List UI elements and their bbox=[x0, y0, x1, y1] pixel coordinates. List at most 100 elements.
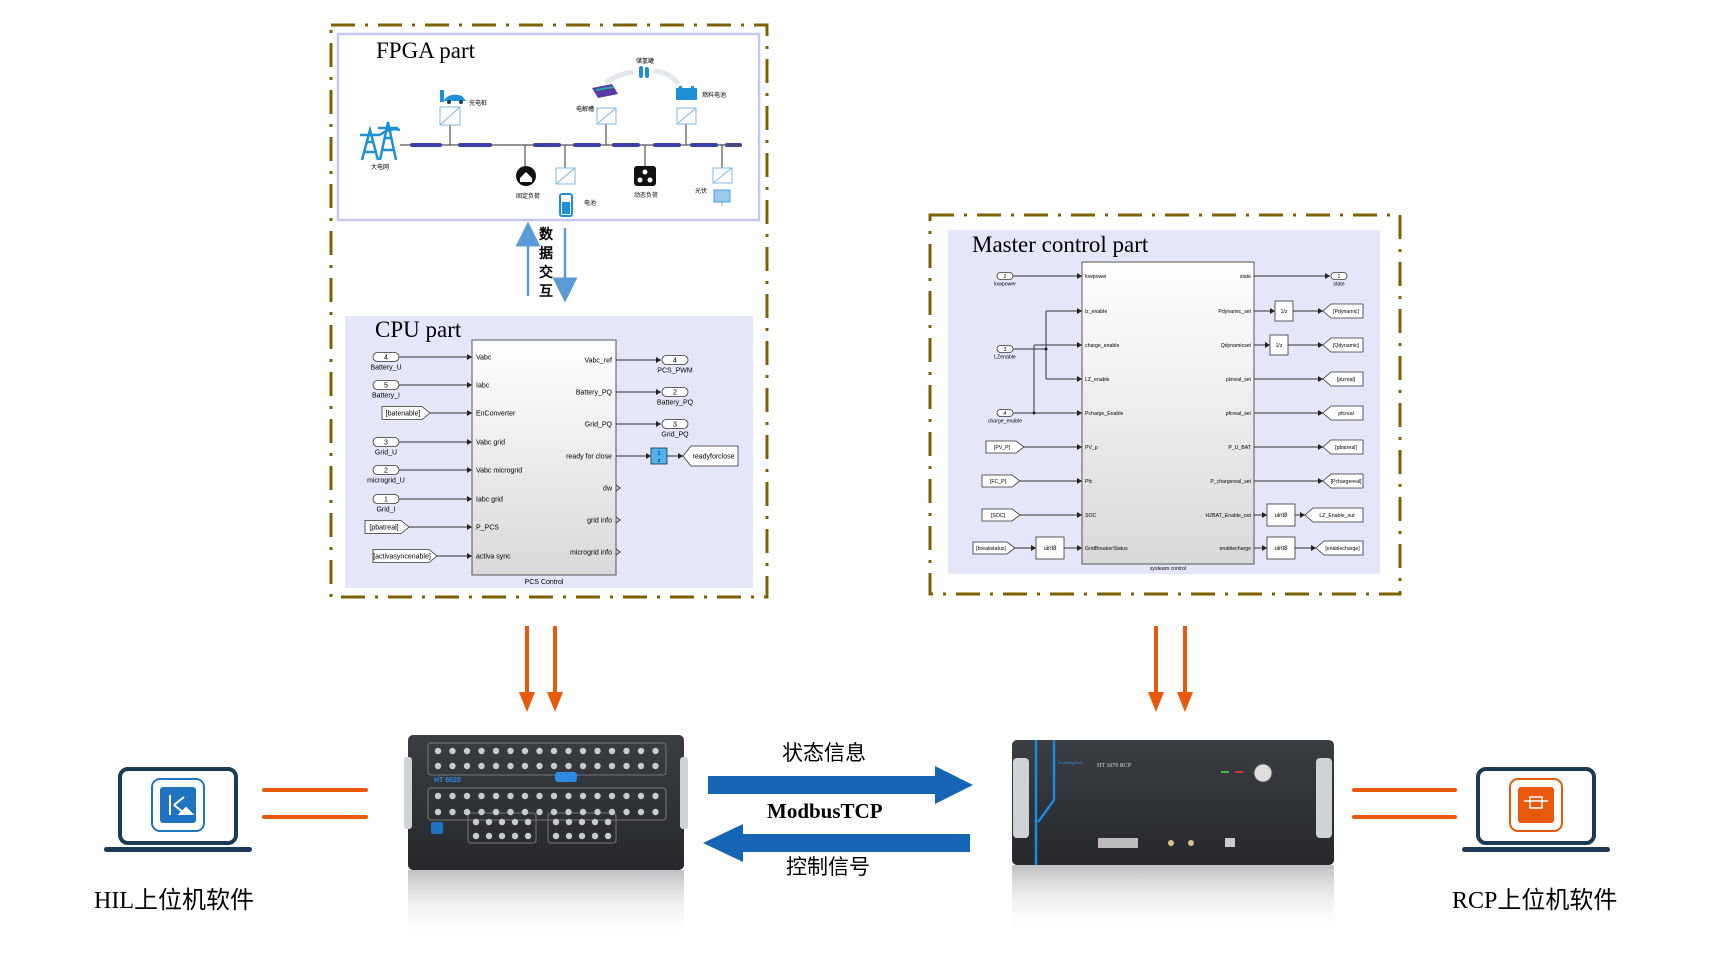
system-input-label: SOC bbox=[1085, 513, 1096, 519]
bnc-connector-icon bbox=[550, 762, 558, 770]
bnc-connector-icon bbox=[608, 808, 616, 816]
bnc-connector-icon bbox=[579, 792, 587, 800]
inport-number: 1 bbox=[1338, 274, 1341, 280]
bnc-connector-icon bbox=[492, 808, 500, 816]
bnc-connector-icon bbox=[463, 747, 471, 755]
from-tag-block bbox=[381, 406, 431, 420]
from-tag-block bbox=[981, 474, 1021, 488]
bnc-connector-icon bbox=[478, 808, 485, 816]
system-block-name: systeam control bbox=[1150, 566, 1186, 572]
junction-dot bbox=[1044, 347, 1048, 351]
bnc-connector-icon bbox=[565, 762, 572, 770]
status-info-label: 状态信息 bbox=[782, 741, 866, 765]
goto-tag-block bbox=[1315, 540, 1364, 556]
bnc-connector-icon bbox=[623, 762, 630, 770]
bnc-connector-icon bbox=[608, 747, 616, 755]
bnc-connector-icon bbox=[521, 762, 529, 770]
signal-arrowhead bbox=[678, 453, 683, 459]
dynamic-load-icon bbox=[634, 166, 656, 186]
bnc-connector-icon bbox=[565, 808, 572, 816]
inport-name: Battery_I bbox=[372, 393, 400, 400]
signal-arrowhead bbox=[656, 389, 661, 395]
cpu-part-title: CPU part bbox=[375, 317, 462, 342]
bnc-connector-icon bbox=[521, 792, 529, 800]
bnc-connector-icon bbox=[507, 808, 514, 816]
signal-arrowhead bbox=[646, 453, 651, 459]
tag-name: LZ_Enable_out bbox=[1319, 513, 1355, 519]
fpga-panel bbox=[336, 32, 761, 222]
from-tag-block bbox=[972, 541, 1016, 555]
bnc-connector-icon bbox=[492, 762, 500, 770]
data-exchange-label: 数 据 交 互 bbox=[537, 226, 555, 302]
pcs-block-name: PCS Control bbox=[525, 579, 564, 586]
signal-arrowhead bbox=[1318, 342, 1323, 348]
bnc-connector-icon bbox=[550, 808, 558, 816]
bnc-connector-icon bbox=[449, 808, 456, 816]
pcs-output-label: Battery_PQ bbox=[576, 390, 613, 397]
bnc-connector-icon bbox=[637, 747, 645, 755]
fpga-cpu-group-border bbox=[329, 23, 769, 599]
bnc-connector-icon bbox=[478, 762, 485, 770]
system-output-label: P_U_BAT bbox=[1228, 445, 1252, 451]
data-exchange-char: 据 bbox=[539, 246, 553, 262]
system-output-label: plzreal_set bbox=[1226, 377, 1252, 383]
tag-name: [Qdynamic] bbox=[1333, 343, 1360, 349]
pcs-input-label: Vabc bbox=[476, 355, 492, 362]
tag-name: readyforclose bbox=[692, 453, 734, 460]
bnc-connector-icon bbox=[604, 818, 612, 826]
bnc-connector-icon bbox=[485, 818, 493, 826]
inport-name: Grid_U bbox=[375, 450, 397, 457]
signal-arrowhead bbox=[467, 382, 472, 388]
system-output-label: H2BAT_Enable_out bbox=[1206, 513, 1252, 519]
bnc-connector-icon bbox=[550, 747, 558, 755]
goto-tag-block bbox=[1322, 371, 1364, 387]
tag-name: [plzreal] bbox=[1337, 377, 1356, 383]
signal-arrowhead bbox=[1325, 273, 1330, 279]
junction-dot bbox=[1032, 411, 1036, 415]
data-type-conversion-block-label: uint8 bbox=[1274, 546, 1288, 552]
bnc-connector-icon bbox=[434, 808, 442, 816]
signal-arrowhead bbox=[1318, 478, 1323, 484]
bnc-connector-icon bbox=[623, 808, 630, 816]
system-output-label: P_chargereal_set bbox=[1210, 479, 1251, 485]
signal-arrowhead bbox=[656, 421, 661, 427]
goto-tag-block bbox=[1322, 439, 1364, 455]
ac-dc-converter-icon bbox=[712, 167, 733, 184]
signal-arrowhead bbox=[1077, 512, 1082, 518]
fuel-cell-icon bbox=[676, 86, 697, 100]
bnc-connector-icon bbox=[492, 747, 500, 755]
inport-number: 3 bbox=[673, 421, 677, 428]
master-group-border bbox=[928, 213, 1402, 596]
bnc-connector-icon bbox=[578, 818, 586, 826]
inport-number: 2 bbox=[1004, 274, 1007, 280]
bnc-connector-icon bbox=[608, 792, 616, 800]
tag-name: [enablecharge] bbox=[1325, 546, 1360, 552]
tag-name: [pbatreal] bbox=[1335, 445, 1357, 451]
data-type-conversion-block-label: uint8 bbox=[1043, 546, 1057, 552]
from-tag-block bbox=[364, 520, 410, 534]
bnc-connector-icon bbox=[594, 792, 601, 800]
bnc-connector-icon bbox=[565, 792, 572, 800]
hil-simulator-device bbox=[404, 735, 688, 940]
bnc-connector-icon bbox=[521, 747, 529, 755]
signal-arrowhead bbox=[1300, 512, 1305, 518]
bnc-connector-icon bbox=[565, 818, 573, 826]
rcp-laptop-icon bbox=[1462, 767, 1610, 852]
system-output-label: pfcreal_set bbox=[1226, 411, 1252, 417]
bnc-connector-icon bbox=[463, 808, 471, 816]
bnc-connector-icon bbox=[498, 832, 506, 840]
inport-name: state bbox=[1333, 282, 1344, 288]
signal-arrowhead bbox=[1077, 478, 1082, 484]
signal-arrowhead bbox=[656, 357, 661, 363]
bnc-connector-icon bbox=[652, 747, 659, 755]
control-signal-label: 控制信号 bbox=[786, 855, 870, 879]
system-input-label: Pcharge_Enable bbox=[1085, 411, 1123, 417]
bnc-connector-icon bbox=[478, 792, 485, 800]
rcp-download-arrows bbox=[1148, 626, 1193, 712]
bnc-connector-icon bbox=[507, 747, 514, 755]
bnc-connector-icon bbox=[652, 808, 659, 816]
pcs-input-label: Iabc grid bbox=[476, 497, 503, 504]
tag-name: [Pdynamic] bbox=[1333, 309, 1359, 315]
signal-arrowhead bbox=[1077, 308, 1082, 314]
bnc-connector-icon bbox=[579, 808, 587, 816]
